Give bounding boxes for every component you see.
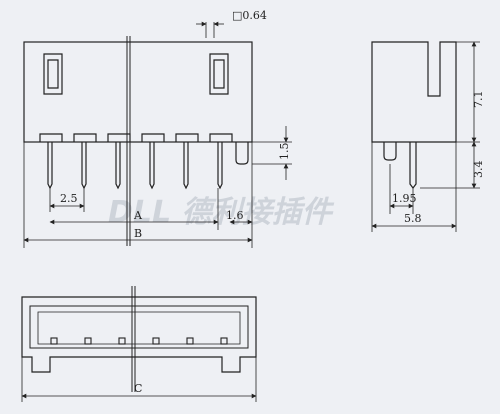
dim-pitch: 2.5 (60, 192, 78, 205)
dim-b: B (134, 227, 142, 240)
front-housing (23, 41, 253, 143)
side-peg (383, 142, 397, 161)
top-view (21, 286, 257, 392)
dim-offset: 1.6 (226, 209, 244, 222)
side-view (371, 41, 457, 189)
dim-c: C (134, 382, 142, 395)
dim-pin-length: 3.4 (472, 161, 485, 179)
dim-depth: 5.8 (404, 212, 422, 225)
dim-pin-above-housing: 1.5 (278, 143, 291, 161)
dim-height: 7.1 (472, 91, 485, 109)
pin-size-label: □0.64 (232, 9, 267, 22)
dim-a: A (133, 209, 143, 222)
latch-right (209, 53, 229, 95)
latch-left (43, 53, 63, 95)
dim-pin-spacing-side: 1.95 (392, 192, 417, 205)
watermark-text: DLL 德利接插件 (108, 195, 335, 230)
side-pin (409, 142, 417, 189)
top-dimensions (21, 357, 257, 402)
top-pin-squares (50, 337, 228, 345)
side-housing (371, 41, 457, 143)
front-dimensions (23, 126, 292, 248)
top-housing (21, 296, 257, 373)
side-dimensions (371, 41, 480, 232)
pin-bosses (39, 133, 233, 142)
front-pins (47, 142, 249, 190)
